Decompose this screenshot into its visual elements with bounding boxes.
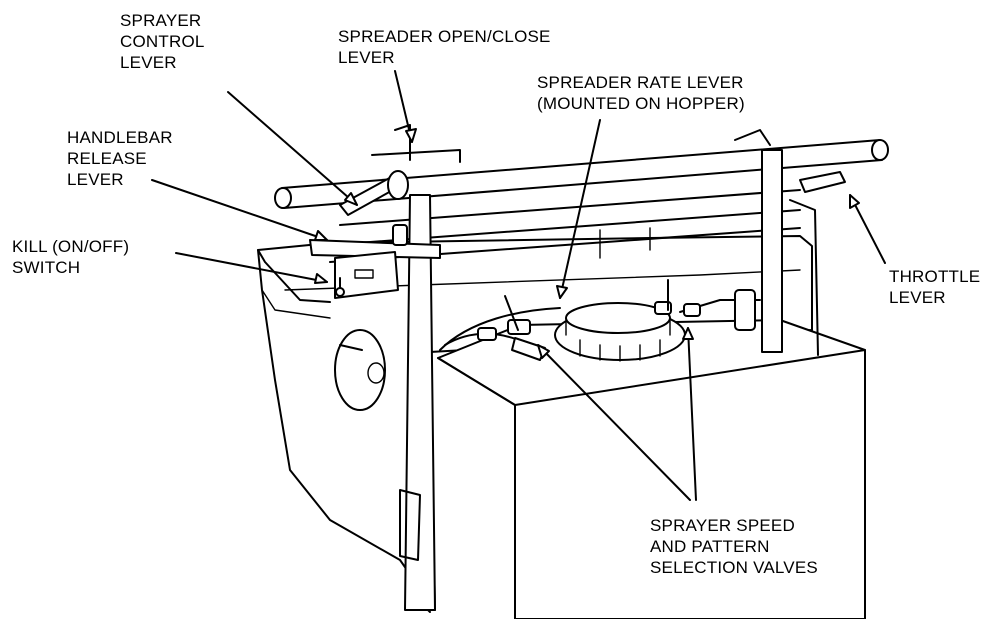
sprayer-control-lever-label: SPRAYER CONTROL LEVER: [120, 11, 205, 72]
sprayer-tank: [437, 302, 866, 619]
callout-arrows: [151, 70, 886, 501]
handlebar-frame: [274, 124, 889, 613]
spreader-rate-lever-label: SPREADER RATE LEVER (MOUNTED ON HOPPER): [537, 73, 745, 113]
valves-and-hoses: [439, 279, 761, 361]
spreader-open-close-lever-label: SPREADER OPEN/CLOSE LEVER: [338, 27, 551, 67]
throttle-lever-label: THROTTLE LEVER: [889, 267, 981, 307]
kill-switch-label: KILL (ON/OFF) SWITCH: [12, 237, 130, 277]
sprayer-valves-label: SPRAYER SPEED AND PATTERN SELECTION VALV…: [650, 516, 818, 577]
handlebar-release-lever-label: HANDLEBAR RELEASE LEVER: [67, 128, 173, 189]
